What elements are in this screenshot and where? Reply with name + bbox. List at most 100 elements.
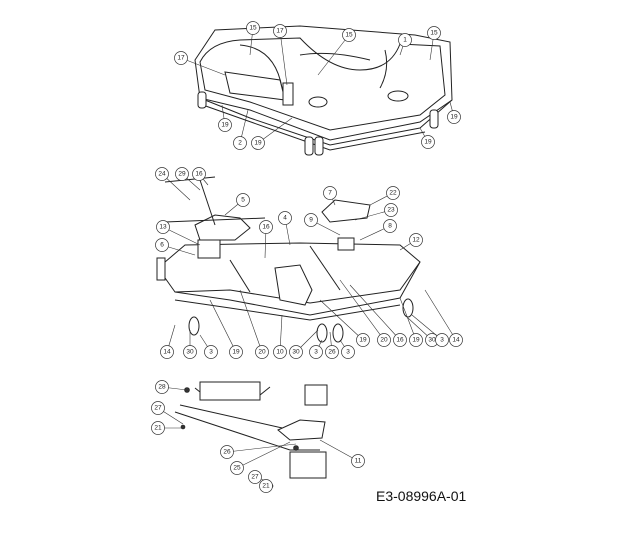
callout-middle-30: 30: [407, 317, 439, 347]
leader-line: [279, 30, 288, 86]
deck-housing-view: [194, 25, 453, 156]
callout-circle: [421, 135, 435, 149]
callout-circle: [273, 345, 287, 359]
callout-number: 19: [424, 139, 432, 146]
callout-middle-16: 16: [259, 220, 273, 259]
leader-line: [209, 299, 237, 353]
callout-middle-12: 12: [399, 233, 423, 251]
callout-number: 27: [154, 405, 162, 412]
callout-number: 14: [452, 337, 460, 344]
callout-middle-3: 3: [199, 334, 218, 359]
callout-middle-19: 19: [399, 297, 423, 347]
callout-middle-14: 14: [160, 324, 176, 359]
callout-number: 3: [314, 349, 318, 356]
callout-number: 21: [154, 425, 162, 432]
callout-circle: [386, 186, 400, 200]
callout-number: 19: [450, 114, 458, 121]
callout-number: 1: [403, 37, 407, 44]
callout-circle: [341, 345, 355, 359]
callout-middle-26: 26: [325, 331, 339, 359]
callout-number: 23: [387, 207, 395, 214]
callout-top-19: 19: [419, 127, 435, 149]
callout-middle-20: 20: [339, 279, 391, 347]
callout-top-19: 19: [251, 117, 293, 150]
callout-bottom-26: 26: [220, 443, 297, 459]
callout-number: 26: [328, 349, 336, 356]
callout-bottom-27: 27: [151, 401, 184, 425]
callout-number: 2: [238, 140, 242, 147]
callout-bottom-25: 25: [230, 441, 291, 475]
callout-circle: [259, 479, 273, 493]
leader-line: [236, 441, 291, 469]
callout-circle: [393, 333, 407, 347]
callout-top-17: 17: [174, 51, 226, 76]
callout-number: 25: [233, 465, 241, 472]
leader-line: [399, 297, 417, 341]
callout-circle: [398, 33, 412, 47]
callout-number: 14: [163, 349, 171, 356]
callout-top-1: 1: [398, 33, 412, 56]
callout-middle-16: 16: [349, 284, 407, 347]
callout-circle: [236, 193, 250, 207]
callout-circle: [151, 401, 165, 415]
callout-middle-8: 8: [359, 219, 397, 241]
callout-number: 3: [440, 337, 444, 344]
callout-bottom-28: 28: [155, 380, 188, 394]
callout-middle-20: 20: [239, 289, 269, 359]
callout-number: 3: [209, 349, 213, 356]
callout-middle-3: 3: [339, 339, 355, 359]
callout-number: 15: [430, 30, 438, 37]
callout-number: 19: [412, 337, 420, 344]
callout-circle: [409, 233, 423, 247]
leader-line: [226, 443, 297, 453]
callout-circle: [233, 136, 247, 150]
callout-circle: [435, 333, 449, 347]
callout-circle: [384, 203, 398, 217]
callout-circle: [309, 345, 323, 359]
callout-number: 21: [262, 483, 270, 490]
callout-circle: [325, 345, 339, 359]
leader-line: [239, 289, 263, 353]
callout-middle-7: 7: [323, 186, 337, 206]
callout-circle: [289, 345, 303, 359]
callout-circle: [156, 220, 170, 234]
callout-top-15: 15: [317, 28, 356, 76]
callout-number: 13: [159, 224, 167, 231]
callout-middle-6: 6: [155, 238, 196, 256]
callout-circle: [230, 461, 244, 475]
callout-circle: [383, 219, 397, 233]
leader-line: [424, 289, 457, 341]
leader-line: [180, 57, 226, 76]
callout-circle: [183, 345, 197, 359]
callout-circle: [273, 24, 287, 38]
callout-number: 4: [283, 215, 287, 222]
callout-bottom-21: 21: [259, 479, 273, 493]
callout-number: 19: [254, 140, 262, 147]
callout-circle: [342, 28, 356, 42]
callout-number: 19: [221, 122, 229, 129]
callout-number: 30: [186, 349, 194, 356]
callout-circle: [447, 110, 461, 124]
callout-top-17: 17: [273, 24, 288, 86]
callout-top-19: 19: [218, 104, 232, 132]
callout-middle-16: 16: [192, 167, 209, 186]
callout-middle-19: 19: [319, 299, 370, 347]
callout-number: 9: [309, 217, 313, 224]
callout-circle: [304, 213, 318, 227]
callout-circle: [246, 21, 260, 35]
callout-number: 15: [345, 32, 353, 39]
callout-top-15: 15: [427, 26, 441, 61]
drawing-number: E3-08996A-01: [376, 488, 467, 504]
callout-middle-14: 14: [424, 289, 463, 347]
callout-top-2: 2: [233, 109, 249, 150]
callout-middle-4: 4: [278, 211, 292, 246]
callout-middle-9: 9: [304, 213, 341, 236]
callout-middle-22: 22: [369, 186, 400, 206]
callout-middle-24: 24: [155, 167, 191, 201]
callout-number: 19: [232, 349, 240, 356]
callout-circle: [151, 421, 165, 435]
callout-number: 10: [276, 349, 284, 356]
callout-number: 24: [158, 171, 166, 178]
callout-number: 8: [388, 223, 392, 230]
callout-top-19: 19: [447, 101, 461, 124]
